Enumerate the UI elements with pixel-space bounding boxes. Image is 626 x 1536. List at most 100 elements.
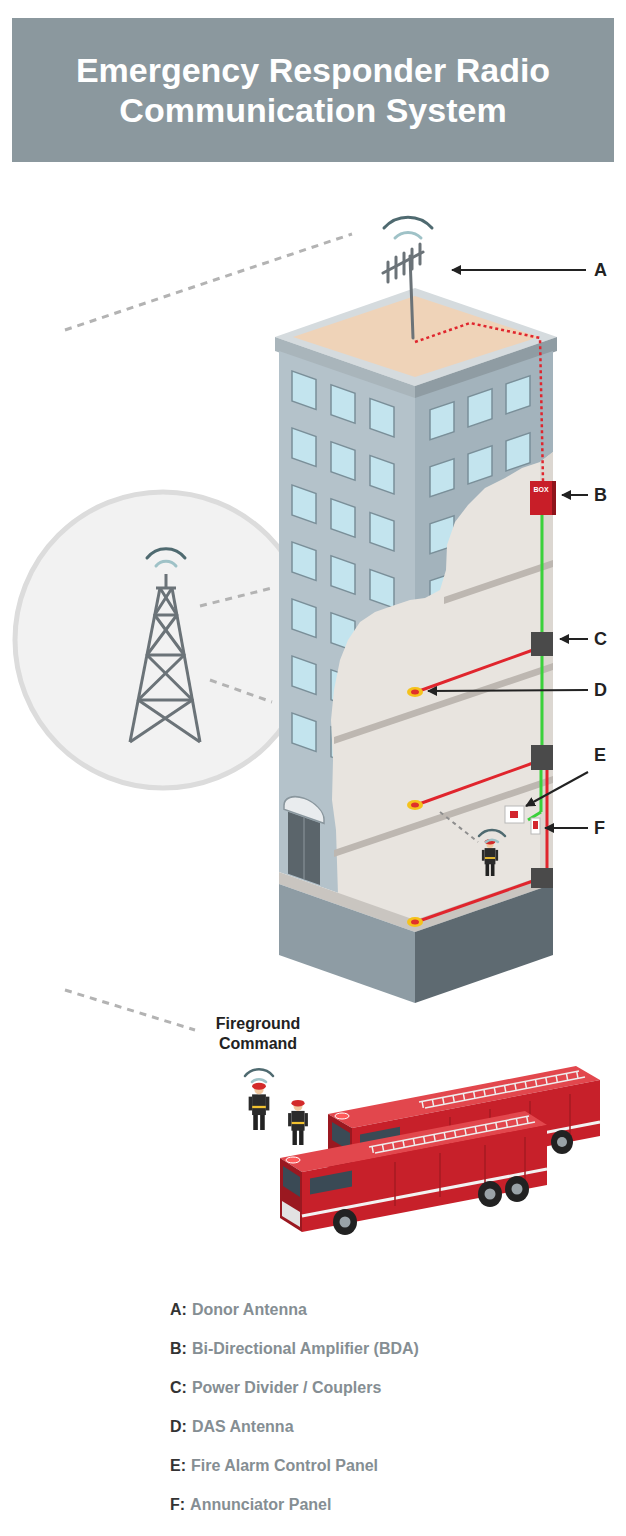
window	[331, 556, 355, 594]
radio-tower	[147, 549, 185, 566]
leader-arrow	[452, 269, 586, 271]
window	[292, 713, 316, 751]
entrance	[288, 812, 320, 885]
donor-antenna	[403, 253, 406, 274]
fire-alarm-panel	[510, 811, 518, 818]
window	[506, 376, 530, 414]
window	[292, 371, 316, 409]
fire-truck	[372, 1119, 532, 1150]
diagram-title: Emergency Responder Radio Communication …	[33, 18, 593, 162]
radio-wave	[479, 830, 505, 836]
firefighter	[291, 1122, 304, 1124]
fire-truck	[422, 1074, 582, 1105]
title-band	[12, 18, 614, 162]
fire-truck	[369, 1116, 535, 1153]
donor-antenna	[383, 217, 432, 338]
donor-antenna	[419, 244, 422, 264]
legend-key: C:	[170, 1379, 187, 1396]
legend-key: E:	[170, 1457, 186, 1474]
bda-box	[530, 481, 556, 515]
donor-antenna	[395, 232, 421, 238]
donor-antenna	[395, 257, 398, 278]
callout-letter: D	[594, 679, 618, 701]
window	[468, 446, 492, 484]
firefighter	[482, 850, 485, 861]
base	[415, 884, 553, 1003]
firefighter	[495, 850, 498, 861]
fire-truck	[419, 1071, 585, 1108]
callout-letter: F	[594, 817, 618, 839]
radio-tower	[165, 574, 168, 588]
fire-truck	[478, 1181, 502, 1207]
firefighter	[486, 863, 490, 876]
coupler-box	[531, 745, 553, 770]
firefighter	[293, 1130, 297, 1145]
callout-letter: E	[594, 744, 618, 766]
firefighter	[252, 1094, 266, 1115]
floor-slab	[334, 776, 553, 857]
cable	[541, 515, 544, 745]
fire-truck	[419, 1071, 579, 1102]
firefighter	[291, 1111, 304, 1131]
leader-arrow	[428, 690, 588, 691]
window	[292, 656, 316, 694]
firefighter	[253, 1114, 258, 1130]
fire-truck	[333, 1176, 529, 1235]
fire-truck	[302, 1169, 547, 1216]
fire-truck	[425, 1077, 585, 1108]
legend-line: B:Bi-Directional Amplifier (BDA)	[170, 1339, 419, 1359]
das-antenna	[407, 687, 423, 927]
window	[370, 513, 394, 551]
firefighter	[491, 863, 495, 876]
radio-tower	[156, 561, 176, 566]
radio-tower	[15, 492, 311, 788]
firefighter	[305, 1113, 308, 1126]
window	[292, 542, 316, 580]
window	[468, 389, 492, 427]
fire-truck	[505, 1176, 529, 1202]
das-antenna	[407, 800, 423, 810]
fire-truck	[569, 1094, 571, 1134]
radio-tower	[155, 614, 177, 617]
callout-letter: B	[594, 484, 618, 506]
window	[370, 570, 394, 608]
box-text: BOX	[530, 486, 552, 494]
dashed-guide	[65, 234, 352, 330]
legend-name: Donor Antenna	[192, 1301, 307, 1318]
das-antenna	[407, 917, 423, 927]
legend-line: C:Power Divider / Couplers	[170, 1378, 381, 1398]
bda-box	[552, 481, 556, 515]
coupler-box	[531, 868, 553, 888]
radio-tower	[15, 492, 311, 788]
floor-slab	[334, 663, 553, 744]
firefighter	[252, 1106, 266, 1108]
fire-truck	[280, 1158, 302, 1232]
legend-line: E:Fire Alarm Control Panel	[170, 1456, 378, 1476]
window	[292, 428, 316, 466]
fire-truck	[333, 1209, 357, 1235]
firefighter	[249, 1083, 270, 1130]
window	[430, 402, 454, 440]
firefighter	[266, 1097, 269, 1111]
fire-truck	[283, 1166, 300, 1197]
fire-truck	[282, 1201, 300, 1227]
firefighter	[249, 1097, 252, 1111]
fireground-label: Fireground Command	[193, 1014, 323, 1054]
window	[506, 433, 530, 471]
fire-alarm-panel	[505, 806, 524, 823]
annunciator-panel	[531, 818, 540, 834]
legend-key: A:	[170, 1301, 187, 1318]
dashed-guide	[210, 680, 272, 702]
window	[292, 485, 316, 523]
cable	[419, 650, 533, 691]
building	[275, 288, 557, 1003]
annunciator-panel	[533, 821, 538, 829]
leader-arrow	[526, 772, 588, 806]
callout-letter: A	[594, 259, 618, 281]
radio-tower	[147, 654, 184, 657]
radio-tower	[130, 574, 200, 742]
legend-key: B:	[170, 1340, 187, 1357]
donor-antenna	[384, 217, 432, 228]
